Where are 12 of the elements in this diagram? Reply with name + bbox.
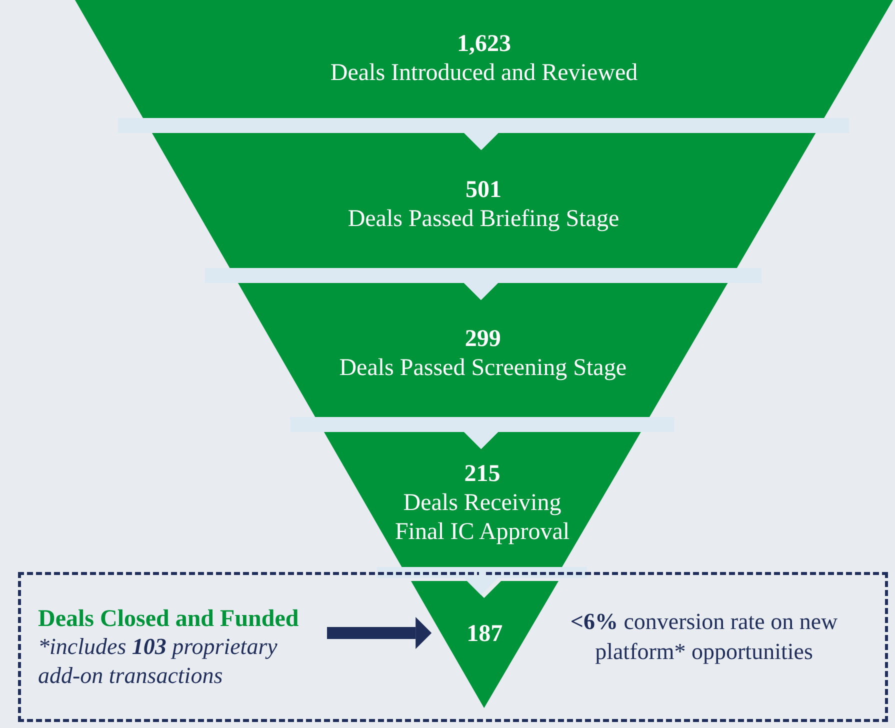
stage-count: 187 — [466, 620, 503, 649]
stage-count: 501 — [464, 176, 502, 204]
stage-label: Deals Introduced and Reviewed — [330, 59, 638, 88]
conversion-note: <6% conversion rate on new platform* opportunities — [569, 608, 839, 666]
callout-heading: Deals Closed and Funded — [38, 606, 300, 633]
stage-label: Deals Passed Briefing Stage — [348, 204, 620, 234]
stage-label: Deals Passed Screening Stage — [339, 354, 626, 383]
stage-count: 215 — [463, 460, 502, 490]
stage-count: 299 — [464, 325, 502, 354]
stage-label: Deals Receiving Final IC Approval — [394, 489, 571, 547]
callout-note: *includes 103 proprietary add-on transactions — [38, 633, 278, 690]
stage-count: 1,623 — [456, 30, 512, 59]
